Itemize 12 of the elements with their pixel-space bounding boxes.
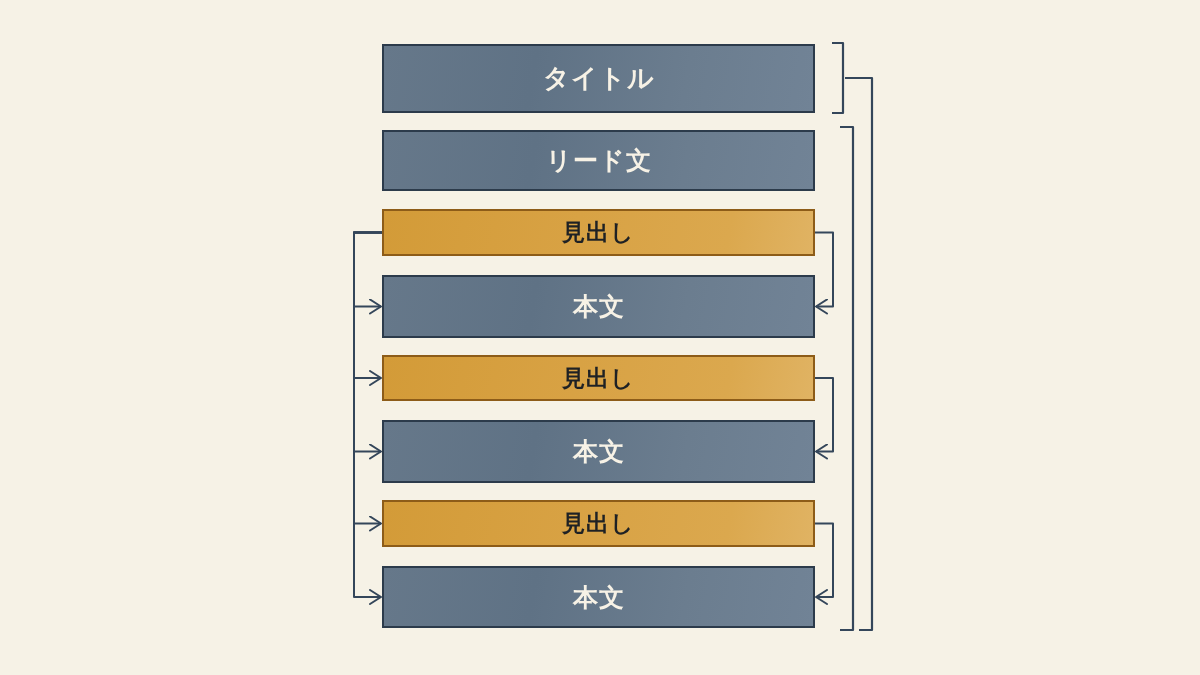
arrow xyxy=(353,231,383,605)
text-bar: 本文 xyxy=(382,275,815,338)
heading-bar: 見出し xyxy=(382,209,815,256)
heading-bar: 見出し xyxy=(382,355,815,401)
arrow xyxy=(814,377,834,460)
text-bar: リード文 xyxy=(382,130,815,191)
text-bar: 本文 xyxy=(382,420,815,483)
text-bar: 本文 xyxy=(382,566,815,628)
arrow xyxy=(814,231,834,315)
heading-bar: 見出し xyxy=(382,500,815,547)
arrow xyxy=(814,522,834,605)
text-bar: タイトル xyxy=(382,44,815,113)
